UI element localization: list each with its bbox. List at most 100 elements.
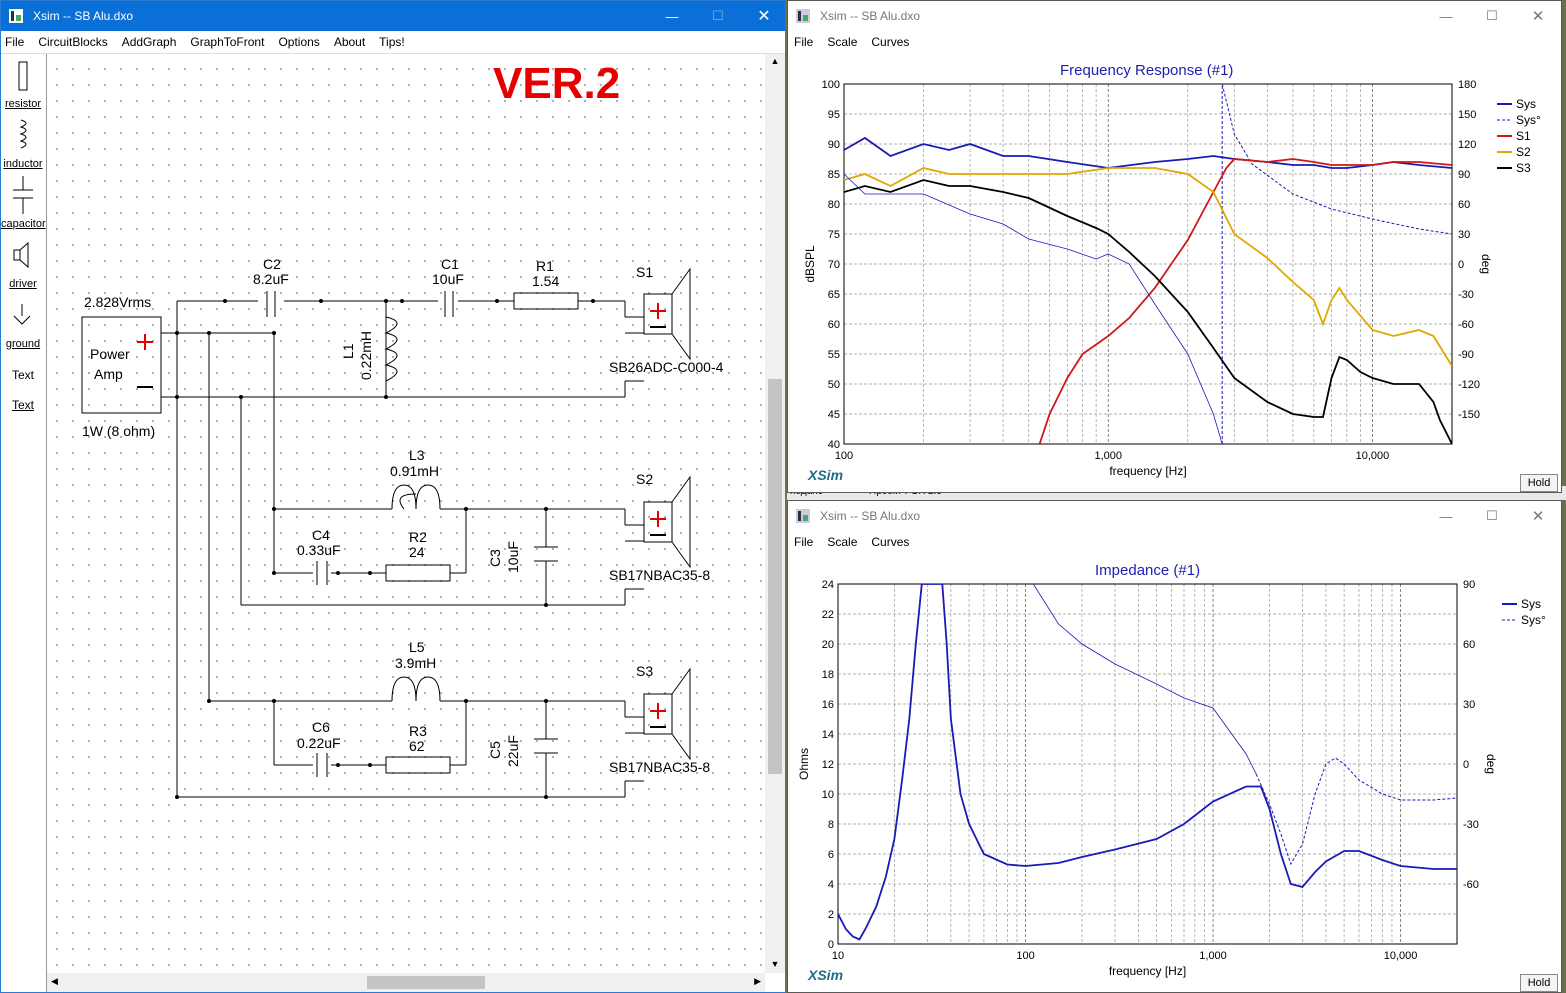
imp-menu-file[interactable]: File: [794, 535, 814, 549]
app-icon: [796, 9, 810, 23]
series-sys-line: [838, 584, 1457, 941]
l3-val: 0.91mH: [390, 463, 439, 479]
freq-menu-file[interactable]: File: [794, 35, 814, 49]
freq-menubar: File Scale Curves: [788, 31, 1561, 53]
x-tick-label: 100: [835, 450, 853, 462]
imp-minimize-button[interactable]: —: [1439, 508, 1453, 524]
freq-title: Xsim -- SB Alu.dxo: [820, 9, 921, 23]
y2-tick-label: 30: [1463, 699, 1475, 711]
inductor-icon[interactable]: [15, 118, 33, 154]
menu-file[interactable]: File: [5, 35, 25, 49]
tool-ground[interactable]: ground: [5, 338, 41, 350]
y-tick-label: 100: [822, 79, 840, 91]
c1-val: 10uF: [432, 271, 464, 287]
menu-options[interactable]: Options: [278, 35, 320, 49]
horizontal-scroll-thumb[interactable]: [367, 976, 485, 989]
menu-circuitblocks[interactable]: CircuitBlocks: [38, 35, 108, 49]
menu-addgraph[interactable]: AddGraph: [121, 35, 177, 49]
series-sys-phase-line: [1221, 84, 1452, 444]
y-tick-label: 80: [828, 199, 840, 211]
r2-val: 24: [409, 544, 425, 560]
main-titlebar[interactable]: Xsim -- SB Alu.dxo — ☐ ✕: [1, 1, 785, 31]
scroll-down-arrow[interactable]: ▼: [770, 959, 780, 969]
y-tick-label: 40: [828, 439, 840, 451]
menu-graphtofront[interactable]: GraphToFront: [190, 35, 265, 49]
schematic-canvas[interactable]: VER.2 Power Amp 2.828Vrms 1W (8 ohm) C2 …: [47, 54, 765, 973]
resistor-icon[interactable]: [15, 60, 31, 94]
y-tick-label: 60: [828, 319, 840, 331]
y-tick-label: 85: [828, 169, 840, 181]
series-secondary-line: [844, 173, 1223, 444]
y-tick-label: 90: [828, 139, 840, 151]
maximize-button[interactable]: ☐: [712, 8, 724, 23]
x-tick-label: 10,000: [1356, 450, 1390, 462]
app-icon: [9, 9, 23, 23]
c5-val: 22uF: [505, 735, 521, 767]
capacitor-icon[interactable]: [11, 176, 35, 214]
freq-maximize-button[interactable]: ☐: [1486, 8, 1498, 23]
imp-hold-button[interactable]: Hold: [1520, 974, 1558, 992]
y-tick-label: 6: [828, 849, 834, 861]
scroll-up-arrow[interactable]: ▲: [770, 56, 780, 66]
y-tick-label: 2: [828, 909, 834, 921]
freq-minimize-button[interactable]: —: [1439, 8, 1453, 24]
freq-titlebar[interactable]: Xsim -- SB Alu.dxo — ☐ ✕: [788, 1, 1561, 31]
y-tick-label: 22: [822, 609, 834, 621]
freq-hold-button[interactable]: Hold: [1520, 474, 1558, 492]
freq-close-button[interactable]: ✕: [1531, 8, 1545, 25]
amp-volts: 2.828Vrms: [84, 294, 151, 310]
y-tick-label: 8: [828, 819, 834, 831]
l1-name: L1: [340, 343, 356, 359]
c6-val: 0.22uF: [297, 735, 341, 751]
s2-name: S2: [636, 471, 653, 487]
series-s2-line: [844, 167, 1452, 367]
s2-model: SB17NBAC35-8: [609, 567, 710, 583]
s3-name: S3: [636, 663, 653, 679]
tool-inductor[interactable]: inductor: [3, 158, 43, 170]
tool-resistor[interactable]: resistor: [4, 98, 42, 110]
y2-tick-label: -60: [1463, 879, 1479, 891]
tool-capacitor[interactable]: capacitor: [1, 218, 46, 230]
r3-val: 62: [409, 738, 425, 754]
y-tick-label: 50: [828, 379, 840, 391]
y-tick-label: 16: [822, 699, 834, 711]
menu-tips[interactable]: Tips!: [379, 35, 405, 49]
app-icon: [796, 509, 810, 523]
freq-menu-scale[interactable]: Scale: [827, 35, 858, 49]
vertical-scrollbar[interactable]: ▲ ▼: [765, 54, 785, 973]
driver-icon[interactable]: [11, 240, 33, 272]
main-title: Xsim -- SB Alu.dxo: [33, 9, 134, 23]
y-tick-label: 65: [828, 289, 840, 301]
c2-val: 8.2uF: [253, 271, 289, 287]
scroll-left-arrow[interactable]: ◀: [51, 976, 58, 986]
legend-label: S1: [1516, 129, 1531, 143]
freq-menu-curves[interactable]: Curves: [871, 35, 910, 49]
vertical-scroll-thumb[interactable]: [768, 379, 782, 774]
menu-about[interactable]: About: [333, 35, 366, 49]
y-tick-label: 95: [828, 109, 840, 121]
r1-val: 1.54: [532, 273, 559, 289]
imp-menu-scale[interactable]: Scale: [827, 535, 858, 549]
tool-text-1[interactable]: Text: [11, 368, 34, 382]
tool-text-2[interactable]: Text: [11, 398, 34, 412]
tool-driver[interactable]: driver: [9, 278, 37, 290]
series-s3-line: [844, 179, 1452, 444]
y-tick-label: 55: [828, 349, 840, 361]
imp-menubar: File Scale Curves: [788, 531, 1561, 553]
minimize-button[interactable]: —: [665, 8, 679, 24]
scroll-right-arrow[interactable]: ▶: [754, 976, 761, 986]
imp-menu-curves[interactable]: Curves: [871, 535, 910, 549]
imp-close-button[interactable]: ✕: [1531, 508, 1545, 525]
horizontal-scrollbar[interactable]: ◀ ▶: [47, 973, 765, 992]
y-tick-label: 0: [828, 939, 834, 951]
imp-titlebar[interactable]: Xsim -- SB Alu.dxo — ☐ ✕: [788, 501, 1561, 531]
x-tick-label: 1,000: [1199, 950, 1227, 962]
main-window: Xsim -- SB Alu.dxo — ☐ ✕ File CircuitBlo…: [0, 0, 786, 993]
imp-maximize-button[interactable]: ☐: [1486, 508, 1498, 523]
close-button[interactable]: ✕: [757, 8, 771, 25]
power-amp-box[interactable]: [81, 316, 162, 414]
ground-icon[interactable]: [11, 304, 33, 328]
series-sys-phase-line: [1255, 757, 1457, 866]
y2-axis-label: deg: [1484, 754, 1498, 774]
